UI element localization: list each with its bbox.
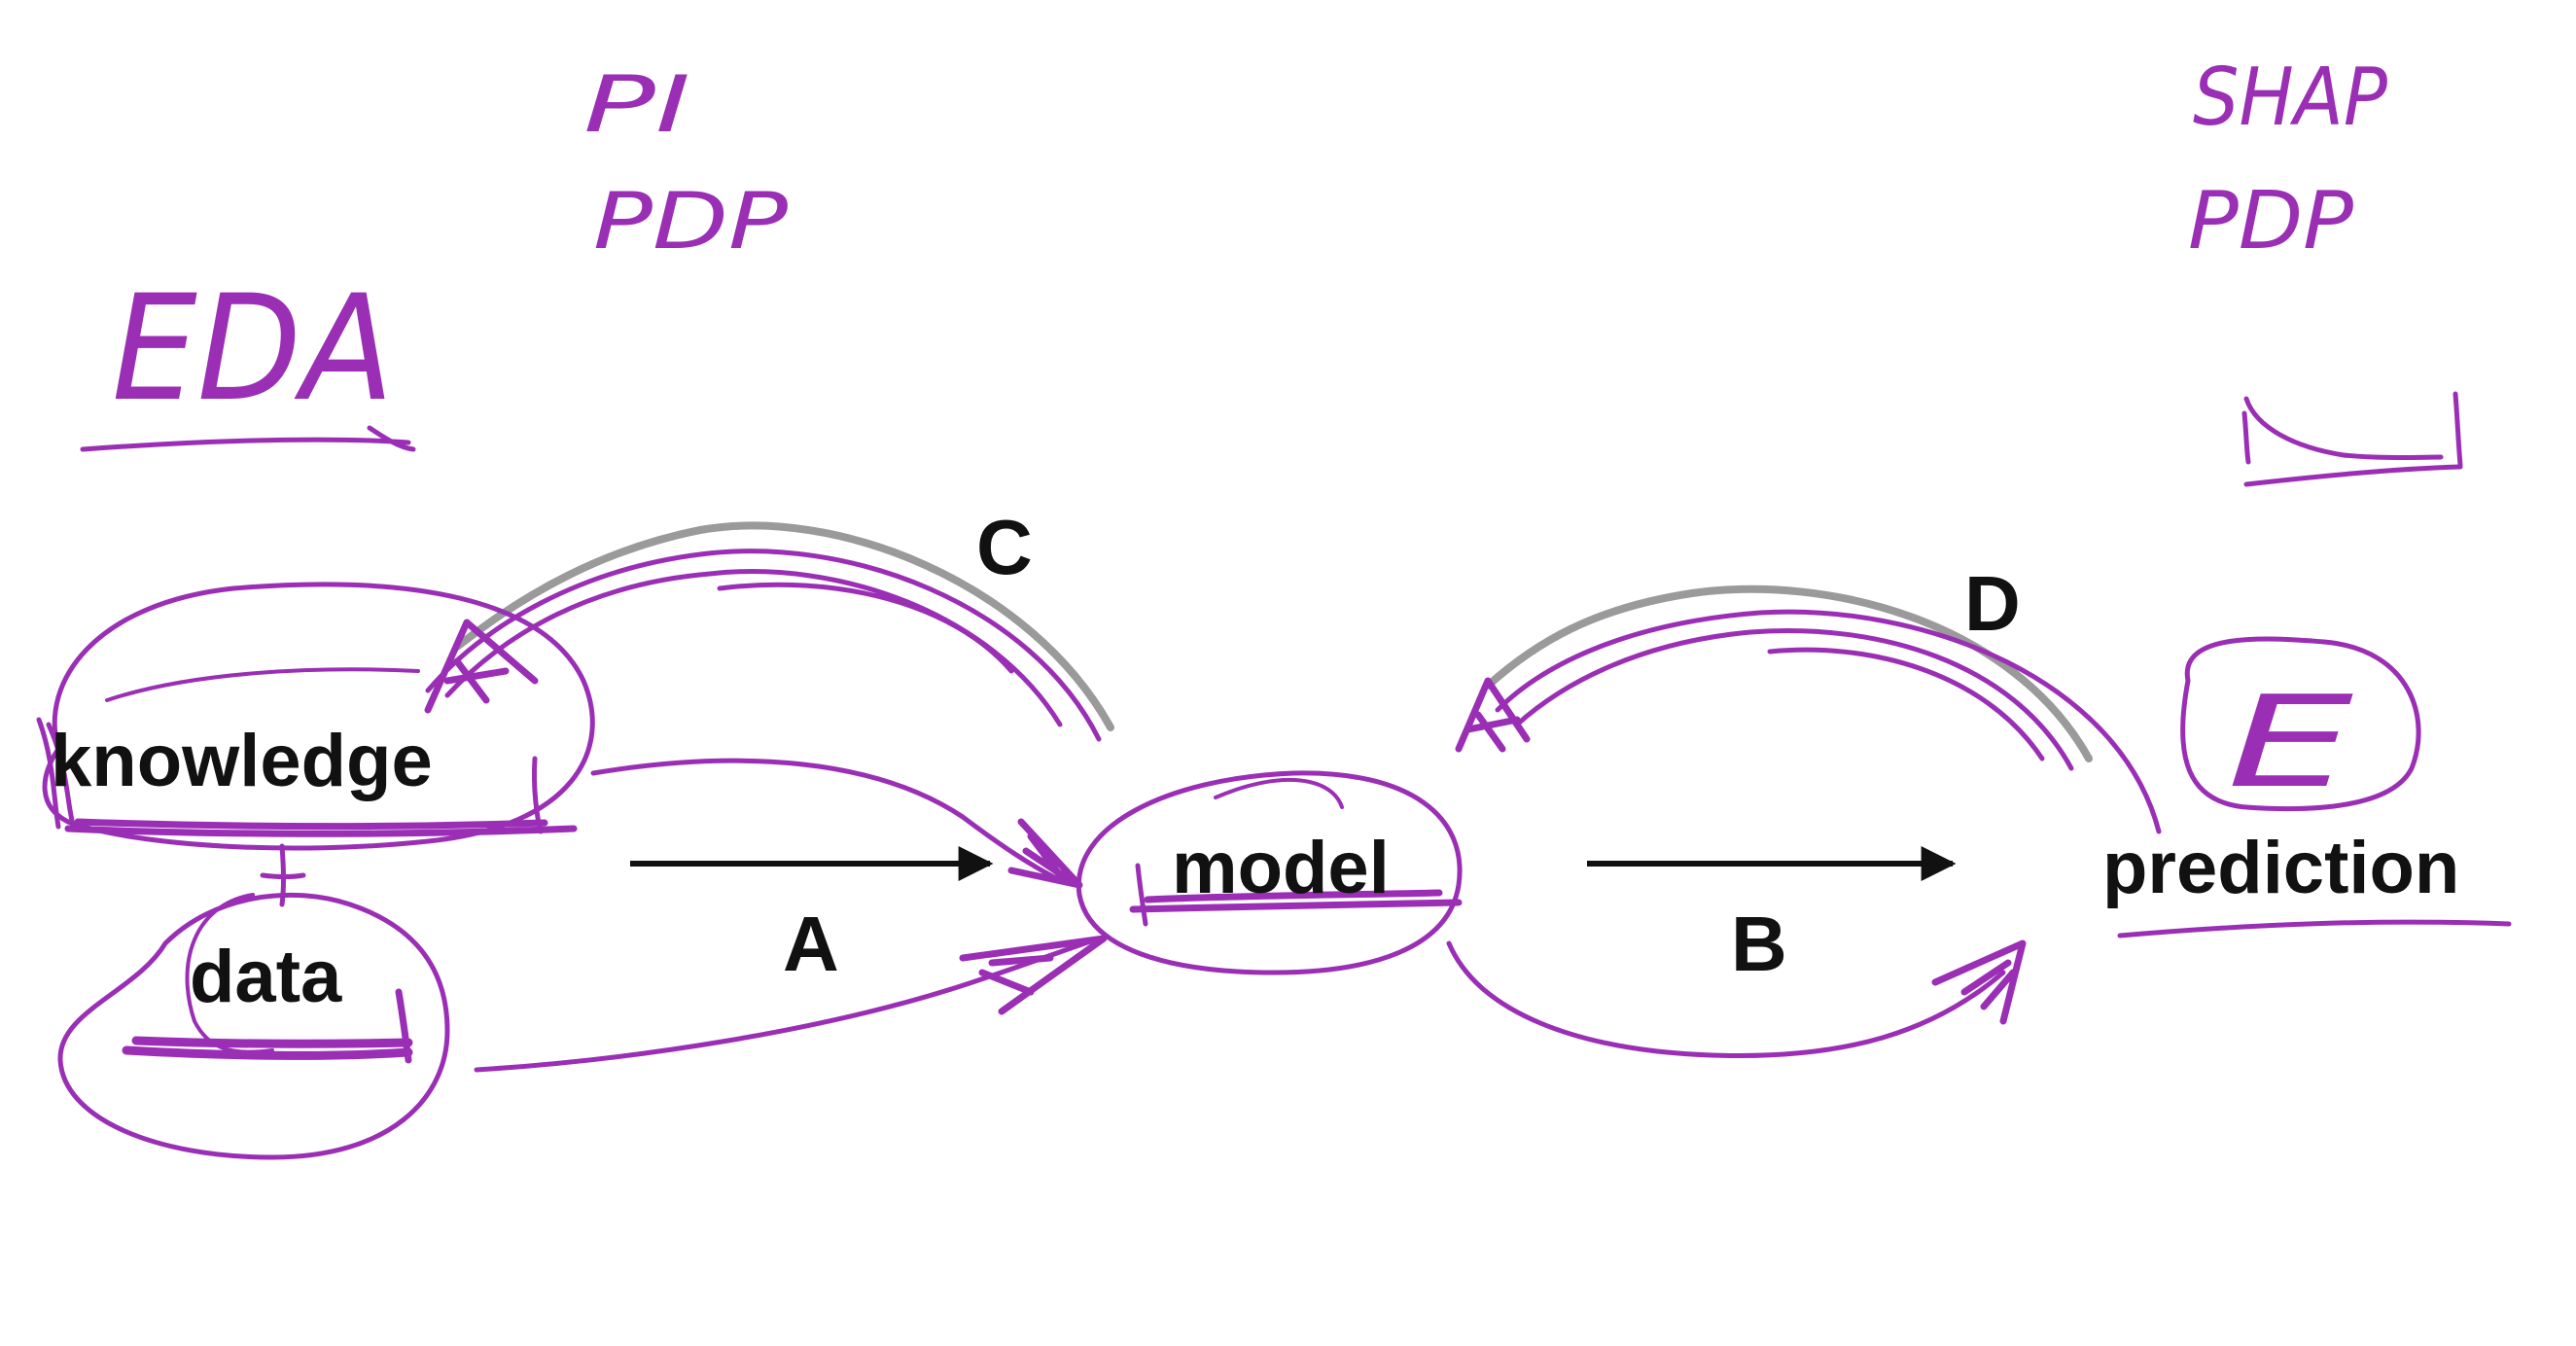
ink-arrow-d: [1495, 609, 2162, 834]
knowledge-underline: [64, 818, 578, 837]
ink-arrowhead-data-model: [959, 935, 1108, 1015]
data-right-mark: [395, 988, 412, 1064]
ink-overlay: [36, 391, 2512, 1160]
pdp-sketch-axis: [2243, 464, 2463, 487]
pdp-sketch: [2241, 391, 2463, 468]
knowledge-right-mark: [531, 756, 544, 834]
ink-arrow-knowledge-model: [590, 758, 1063, 883]
annotation-eda: EDA: [112, 265, 394, 434]
ink-arrowhead-model-prediction: [1931, 939, 2027, 1025]
arrow-c-shadow: [453, 521, 1114, 731]
arrow-d-shadow: [1484, 584, 2093, 762]
ink-arrow-c: [425, 549, 1102, 742]
node-knowledge: knowledge: [51, 720, 433, 802]
ink-arrow-model-prediction: [1446, 940, 2006, 1058]
annotation-pdp-left: PDP: [593, 176, 789, 266]
node-model: model: [1172, 827, 1390, 909]
knowledge-circle: [42, 582, 595, 851]
ink-arrowhead-d: [1455, 677, 1531, 753]
model-underline: [1129, 889, 1463, 913]
node-prediction: prediction: [2102, 827, 2459, 909]
data-underline: [122, 1036, 413, 1060]
edge-label-c: C: [976, 504, 1033, 590]
knowledge-circle-inner: [105, 667, 420, 702]
data-circle: [57, 892, 450, 1160]
eda-underline: [80, 425, 416, 452]
ink-arrowhead-c: [424, 619, 539, 714]
edge-label-a: A: [783, 901, 839, 987]
edge-label-b: B: [1731, 901, 1787, 987]
annotation-pdp-right: PDP: [2188, 175, 2354, 267]
edge-label-d: D: [1964, 560, 2021, 647]
node-data: data: [190, 936, 342, 1018]
annotation-e: E: [2227, 668, 2353, 816]
knowledge-data-link: [260, 843, 306, 907]
knowledge-left-mark: [36, 717, 76, 830]
e-circle: [2180, 636, 2421, 812]
model-left-mark: [1135, 863, 1148, 927]
annotation-pi: PI: [583, 59, 690, 150]
model-circle: [1076, 770, 1463, 975]
prediction-underline: [2117, 919, 2512, 939]
model-inner-loop: [1214, 777, 1344, 809]
ink-arrowhead-knowledge-model: [1007, 818, 1083, 889]
annotation-shap: SHAP: [2193, 52, 2387, 144]
